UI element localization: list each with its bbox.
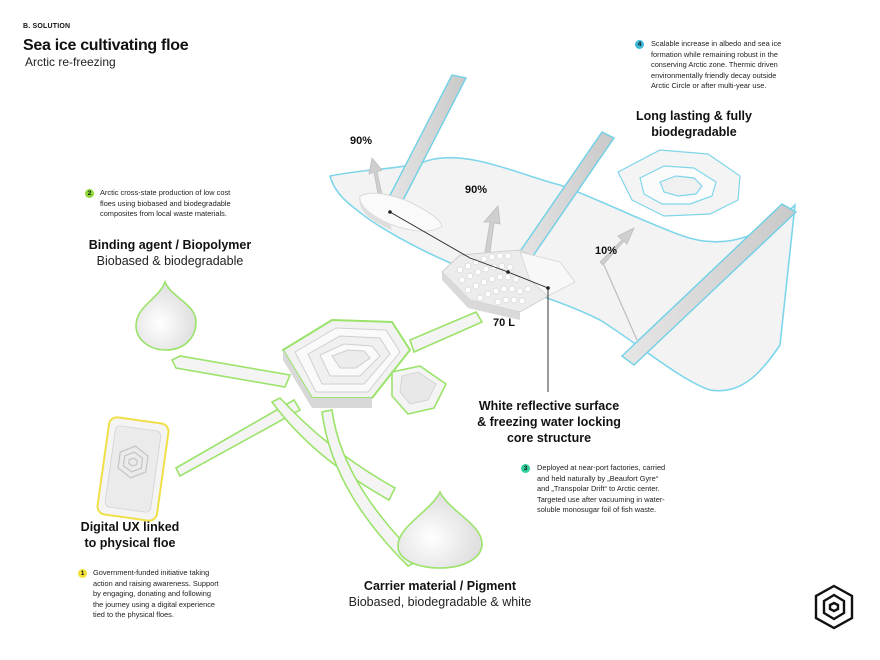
upper-floe bbox=[359, 192, 443, 232]
page-subtitle: Arctic re-freezing bbox=[25, 55, 116, 69]
note-4-line: Arctic Circle or after multi-year use. bbox=[651, 81, 767, 90]
note-2-line: Arctic cross-state production of low cos… bbox=[100, 188, 231, 197]
reflection-arrow-3 bbox=[599, 227, 635, 266]
note-3: Deployed at near-port factories, carried… bbox=[537, 463, 707, 516]
note-4-badge: 4 bbox=[635, 40, 644, 49]
hexagonal-floe bbox=[281, 318, 448, 415]
note-4-line: Scalable increase in albedo and sea ice bbox=[651, 39, 782, 48]
white-surface-heading: White reflective surface & freezing wate… bbox=[466, 398, 632, 446]
digital-ux-line1: Digital UX linked bbox=[80, 520, 180, 534]
carrier-heading: Carrier material / Pigment bbox=[363, 579, 517, 593]
note-3-line: Targeted use after vacuuming in water- bbox=[537, 494, 665, 504]
note-4: Scalable increase in albedo and sea ice … bbox=[651, 39, 811, 92]
note-2: Arctic cross-state production of low cos… bbox=[100, 188, 270, 220]
note-4-line: formation while remaining robust in the bbox=[651, 49, 778, 59]
note-2-line: floes using biobased and biodegradable bbox=[100, 198, 231, 208]
biopolymer-droplet bbox=[135, 279, 197, 351]
note-1-line: action and raising awareness. Support bbox=[93, 578, 219, 588]
note-1-badge: 1 bbox=[78, 569, 87, 578]
note-1-line: by engaging, donating and following bbox=[93, 589, 211, 598]
note-3-line: and held naturally by „Beaufort Gyre“ bbox=[537, 473, 659, 483]
note-4-line: environmentally friendly decay outside bbox=[651, 70, 777, 80]
long-lasting-heading: Long lasting & fully biodegradable bbox=[616, 108, 772, 140]
degraded-maze-floe bbox=[617, 149, 741, 217]
white-surface-line2: & freezing water locking bbox=[477, 415, 621, 429]
note-2-badge: 2 bbox=[85, 189, 94, 198]
albedo-label-2: 90% bbox=[465, 184, 488, 196]
note-1-line: the journey using a digital experience bbox=[93, 599, 216, 609]
volume-label: 70 L bbox=[493, 317, 516, 329]
note-4-line: conserving Arctic zone. Thermic driven bbox=[651, 60, 778, 69]
digital-ux-line2: to physical floe bbox=[84, 536, 176, 550]
textured-floe bbox=[441, 249, 576, 320]
digital-ux-heading: Digital UX linked to physical floe bbox=[60, 519, 200, 551]
long-lasting-line1: Long lasting & fully bbox=[636, 109, 752, 123]
light-beam-3 bbox=[620, 203, 798, 366]
note-3-line: Deployed at near-port factories, carried bbox=[537, 463, 666, 472]
albedo-label-1: 90% bbox=[350, 135, 373, 147]
note-1-line: Government-funded initiative taking bbox=[93, 568, 210, 577]
albedo-label-3: 10% bbox=[595, 245, 618, 257]
carrier-droplet bbox=[397, 490, 483, 569]
white-surface-line3: core structure bbox=[506, 431, 592, 445]
section-label: B. SOLUTION bbox=[23, 23, 71, 30]
white-surface-line1: White reflective surface bbox=[478, 399, 620, 413]
phone-device bbox=[96, 416, 170, 522]
note-1: Government-funded initiative taking acti… bbox=[93, 568, 263, 621]
note-2-line: composites from local waste materials. bbox=[100, 209, 227, 218]
binding-agent-sub: Biobased & biodegradable bbox=[96, 254, 244, 268]
note-3-badge: 3 bbox=[521, 464, 530, 473]
binding-agent-heading: Binding agent / Biopolymer bbox=[88, 238, 252, 252]
note-3-line: and „Transpolar Drift“ to Arctic center. bbox=[537, 484, 660, 493]
carrier-sub: Biobased, biodegradable & white bbox=[348, 595, 532, 609]
albedo-pointer-line bbox=[603, 264, 638, 341]
page-title: Sea ice cultivating floe bbox=[23, 37, 189, 54]
long-lasting-line2: biodegradable bbox=[651, 125, 737, 139]
hexagon-maze-logo bbox=[814, 584, 854, 630]
note-3-line: soluble monosugar foil of fish waste. bbox=[537, 505, 657, 514]
note-1-line: tied to the physical floes. bbox=[93, 610, 174, 619]
